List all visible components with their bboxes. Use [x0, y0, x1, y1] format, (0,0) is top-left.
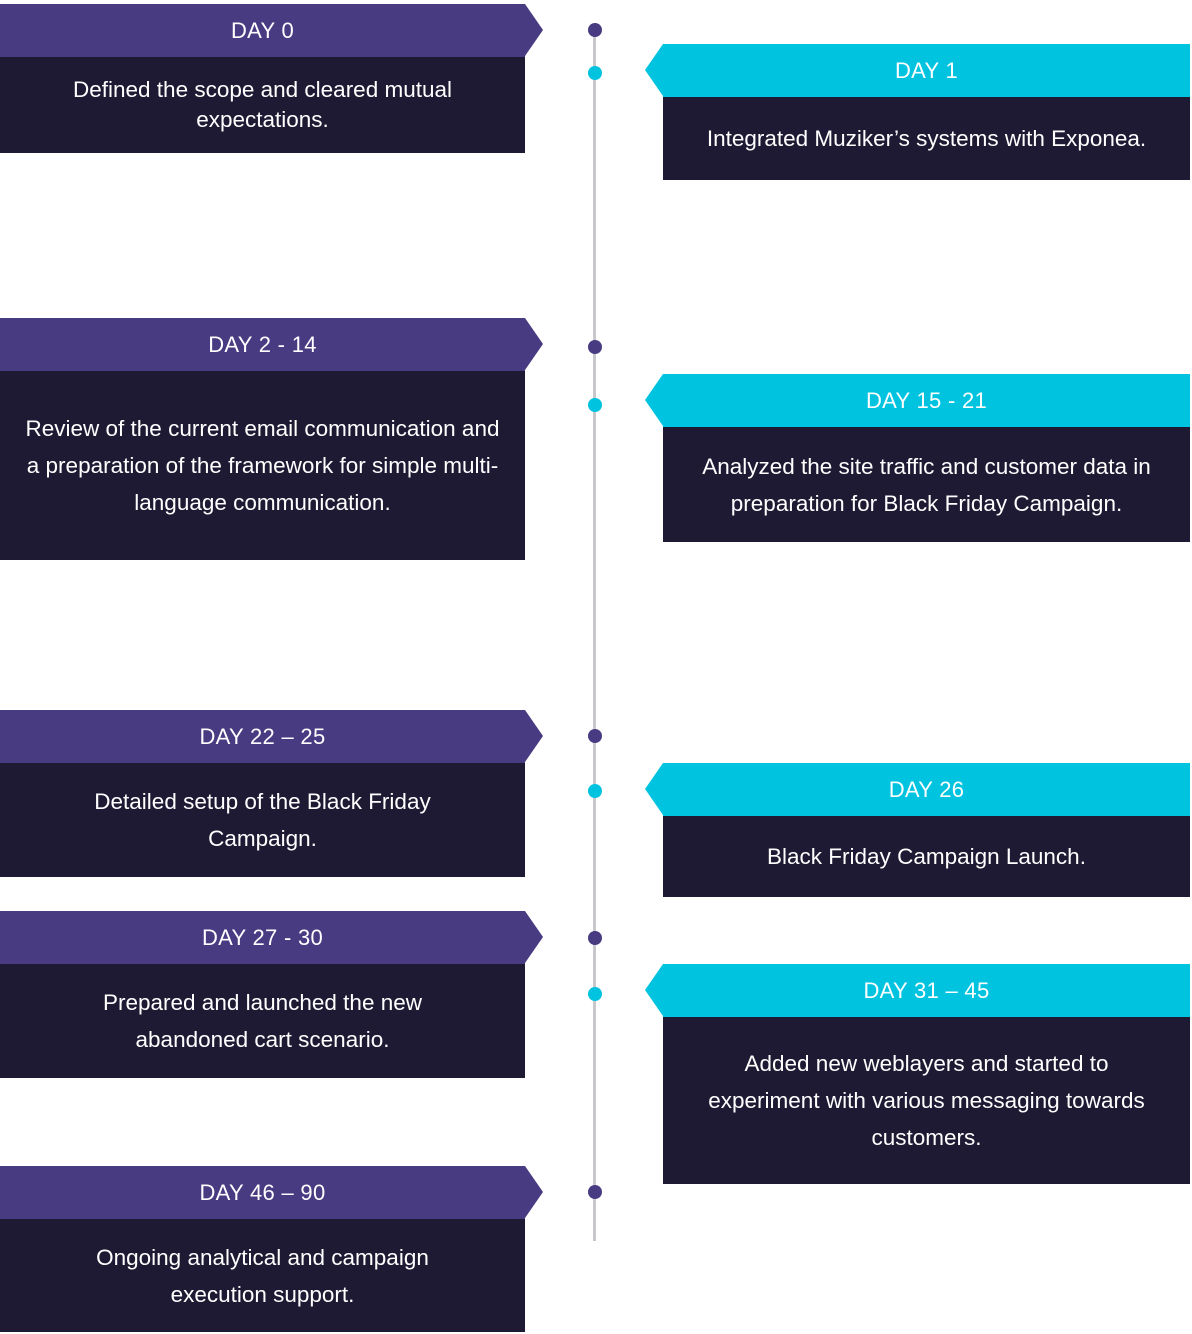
- timeline-dot-7: [588, 987, 602, 1001]
- milestone-description: Black Friday Campaign Launch.: [663, 816, 1190, 897]
- timeline-dot-8: [588, 1185, 602, 1199]
- timeline-dot-3: [588, 398, 602, 412]
- timeline-dot-5: [588, 784, 602, 798]
- milestone-day-label: DAY 2 - 14: [0, 318, 543, 371]
- milestone-description: Added new weblayers and started to exper…: [663, 1017, 1190, 1184]
- milestone-day-label: DAY 27 - 30: [0, 911, 543, 964]
- milestone-description: Ongoing analytical and campaign executio…: [0, 1219, 525, 1332]
- milestone-day-label: DAY 22 – 25: [0, 710, 543, 763]
- timeline-dot-4: [588, 729, 602, 743]
- milestone-description: Integrated Muziker’s systems with Expone…: [663, 97, 1190, 180]
- milestone-description: Analyzed the site traffic and customer d…: [663, 427, 1190, 542]
- timeline-dot-0: [588, 23, 602, 37]
- milestone-day-label: DAY 0: [0, 4, 543, 57]
- timeline-line: [593, 28, 596, 1241]
- milestone-description: Prepared and launched the new abandoned …: [0, 964, 525, 1078]
- milestone-day-label: DAY 26: [645, 763, 1190, 816]
- milestone-day-label: DAY 31 – 45: [645, 964, 1190, 1017]
- milestone-day-label: DAY 1: [645, 44, 1190, 97]
- milestone-description: Review of the current email communicatio…: [0, 371, 525, 560]
- milestone-description: Detailed setup of the Black Friday Campa…: [0, 763, 525, 877]
- timeline-dot-1: [588, 66, 602, 80]
- timeline-dot-2: [588, 340, 602, 354]
- milestone-day-label: DAY 46 – 90: [0, 1166, 543, 1219]
- timeline-dot-6: [588, 931, 602, 945]
- milestone-day-label: DAY 15 - 21: [645, 374, 1190, 427]
- milestone-description: Defined the scope and cleared mutual exp…: [0, 57, 525, 153]
